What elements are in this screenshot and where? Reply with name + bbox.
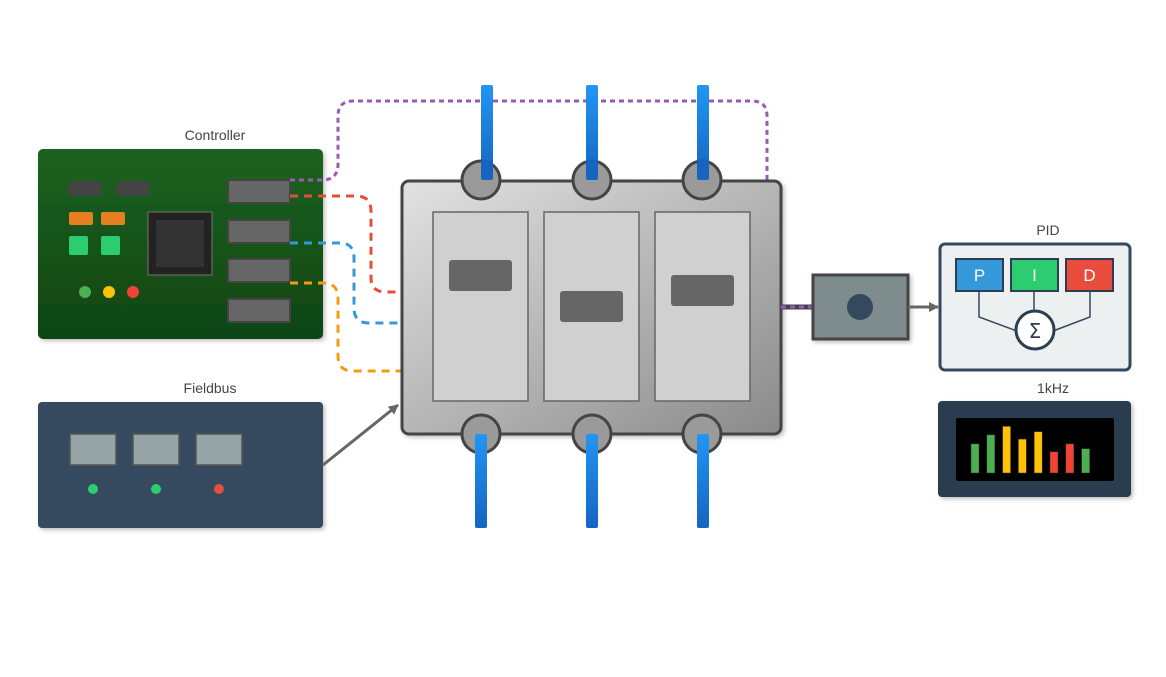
- sensor-module[interactable]: [811, 273, 910, 341]
- fieldbus-to-unit-arrow: [322, 403, 399, 467]
- pole-panel-1: [432, 211, 529, 402]
- pid-controller[interactable]: P I D Σ: [938, 242, 1132, 372]
- spectrum-bar: [1033, 431, 1043, 474]
- fieldbus-label: Fieldbus: [184, 380, 237, 396]
- red-signal-wire[interactable]: [290, 194, 402, 294]
- pcb-chip-small: [69, 181, 101, 196]
- pid-block-p[interactable]: [955, 258, 1004, 292]
- pipe-top-3-end: [697, 160, 709, 180]
- spectrum-bar: [1081, 448, 1090, 474]
- blue-signal-wire[interactable]: [290, 241, 402, 325]
- pipe-top-1: [481, 85, 493, 179]
- pid-block-i[interactable]: [1010, 258, 1059, 292]
- pid-block-label: I: [1032, 266, 1037, 285]
- sigma-icon: Σ: [1029, 319, 1042, 343]
- pid-block-d[interactable]: [1065, 258, 1114, 292]
- pcb-chip-small: [117, 181, 149, 196]
- signal-wires: [290, 99, 812, 373]
- pipe-bottom-3: [697, 434, 709, 528]
- controller-port-3[interactable]: [227, 258, 291, 283]
- pipe-top-1-end: [481, 160, 493, 180]
- pole-1-switch[interactable]: [449, 260, 512, 291]
- pole-panel-3: [654, 211, 751, 402]
- spectrum-bar: [1018, 438, 1027, 474]
- pid-block-label: D: [1083, 266, 1095, 285]
- controller-label: Controller: [185, 127, 246, 143]
- pcb-capacitor: [101, 212, 125, 225]
- pipe-bottom-1: [475, 434, 487, 528]
- summation-node: [1014, 309, 1056, 351]
- fieldbus-module-2: [132, 433, 180, 466]
- pipe-top-2: [586, 85, 598, 179]
- spectrum-label: 1kHz: [1037, 380, 1069, 396]
- spectrum-bar: [1002, 426, 1011, 474]
- pipe-top-3: [697, 85, 709, 179]
- pole-3-switch[interactable]: [671, 275, 734, 306]
- pcb-processor-die: [156, 220, 204, 267]
- controller-status-led: [79, 286, 91, 298]
- fieldbus-module-led: [151, 484, 161, 494]
- pipe-bottom-2: [586, 434, 598, 528]
- pid-sum-lines: [978, 291, 1091, 332]
- spectrum-bar: [970, 443, 980, 474]
- fieldbus-module-3: [195, 433, 243, 466]
- spectrum-bar: [1065, 443, 1075, 474]
- fieldbus-module-led: [88, 484, 98, 494]
- pid-label: PID: [1036, 222, 1059, 238]
- controller-status-led: [127, 286, 139, 298]
- fieldbus-panel[interactable]: [38, 402, 323, 528]
- orange-signal-wire[interactable]: [290, 281, 402, 373]
- pcb-component-green: [69, 236, 88, 255]
- pole-2-switch[interactable]: [560, 291, 623, 322]
- controller-status-led: [103, 286, 115, 298]
- main-unit[interactable]: [400, 85, 783, 528]
- controller-port-4[interactable]: [227, 298, 291, 323]
- spectrum-bar: [1049, 451, 1059, 474]
- spectrum-bar: [986, 434, 996, 474]
- controller-board[interactable]: [38, 149, 323, 339]
- pcb-capacitor: [69, 212, 93, 225]
- fieldbus-module-led: [214, 484, 224, 494]
- purple-signal-wire[interactable]: [290, 99, 812, 309]
- sensor-indicator: [847, 294, 873, 320]
- pid-block-label: P: [974, 266, 985, 285]
- pipe-top-2-end: [586, 160, 598, 180]
- pcb-component-green: [101, 236, 120, 255]
- fieldbus-module-1: [69, 433, 117, 466]
- controller-port-2[interactable]: [227, 219, 291, 244]
- spectrum-display[interactable]: [938, 401, 1131, 497]
- controller-port-1[interactable]: [227, 179, 291, 204]
